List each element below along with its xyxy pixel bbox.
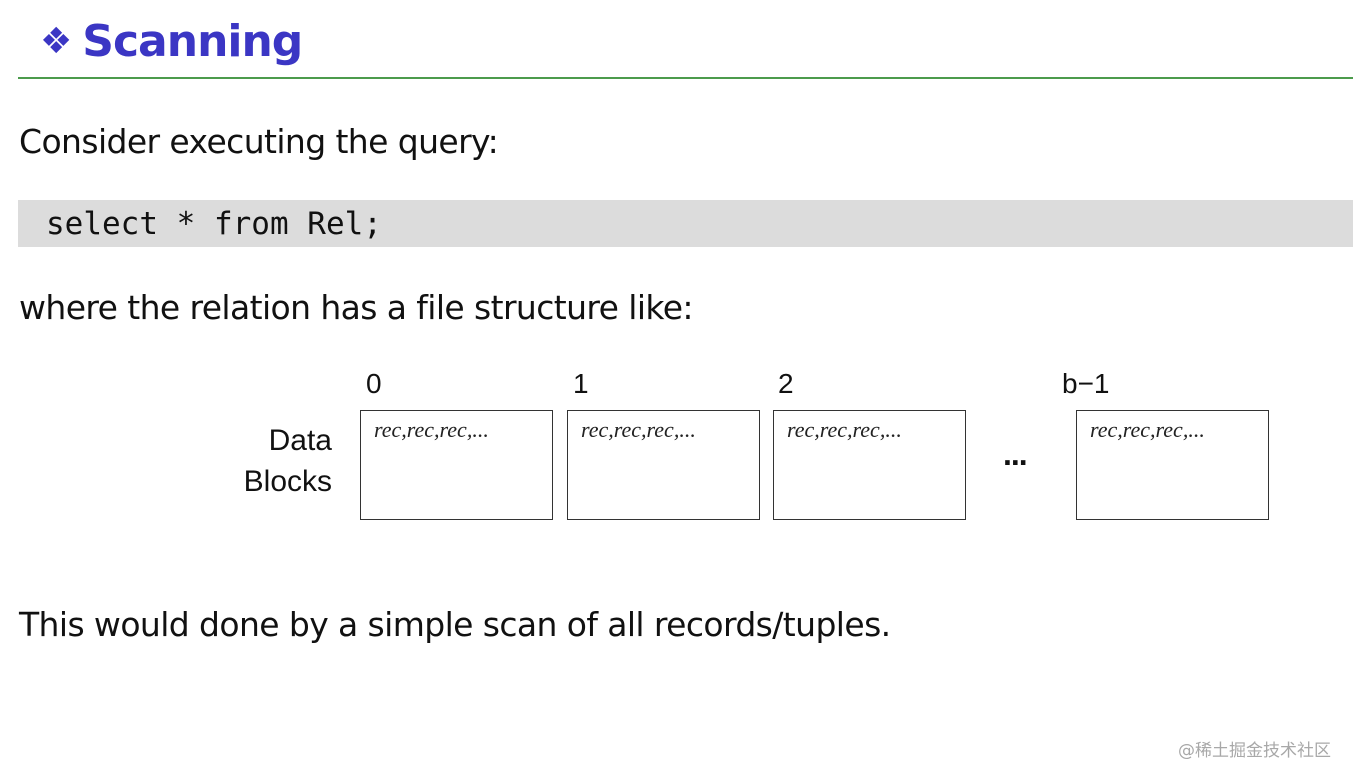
slide-title: ❖ Scanning: [40, 16, 303, 67]
block-records: rec,rec,rec,...: [787, 417, 902, 442]
more-blocks-ellipsis: ...: [1003, 436, 1028, 472]
page-title: Scanning: [82, 16, 303, 67]
data-block-2: rec,rec,rec,...: [773, 410, 966, 520]
diamond-bullet-icon: ❖: [40, 21, 73, 63]
data-block-last: rec,rec,rec,...: [1076, 410, 1269, 520]
code-block: select * from Rel;: [18, 200, 1353, 247]
data-block-1: rec,rec,rec,...: [567, 410, 760, 520]
diagram-label-blocks: Blocks: [243, 465, 332, 498]
block-index-last: b−1: [1062, 368, 1110, 399]
block-index-0: 0: [366, 368, 382, 399]
block-records: rec,rec,rec,...: [374, 417, 489, 442]
block-records: rec,rec,rec,...: [1090, 417, 1205, 442]
intro-text: Consider executing the query:: [19, 122, 499, 161]
data-block-0: rec,rec,rec,...: [360, 410, 553, 520]
title-divider: [18, 77, 1353, 79]
structure-text: where the relation has a file structure …: [19, 288, 694, 327]
conclusion-text: This would done by a simple scan of all …: [19, 605, 891, 644]
block-index-1: 1: [573, 368, 589, 399]
block-records: rec,rec,rec,...: [581, 417, 696, 442]
watermark: @稀土掘金技术社区: [1178, 741, 1331, 761]
diagram-label-data: Data: [268, 424, 332, 457]
block-index-2: 2: [778, 368, 794, 399]
sql-query: select * from Rel;: [46, 206, 382, 242]
